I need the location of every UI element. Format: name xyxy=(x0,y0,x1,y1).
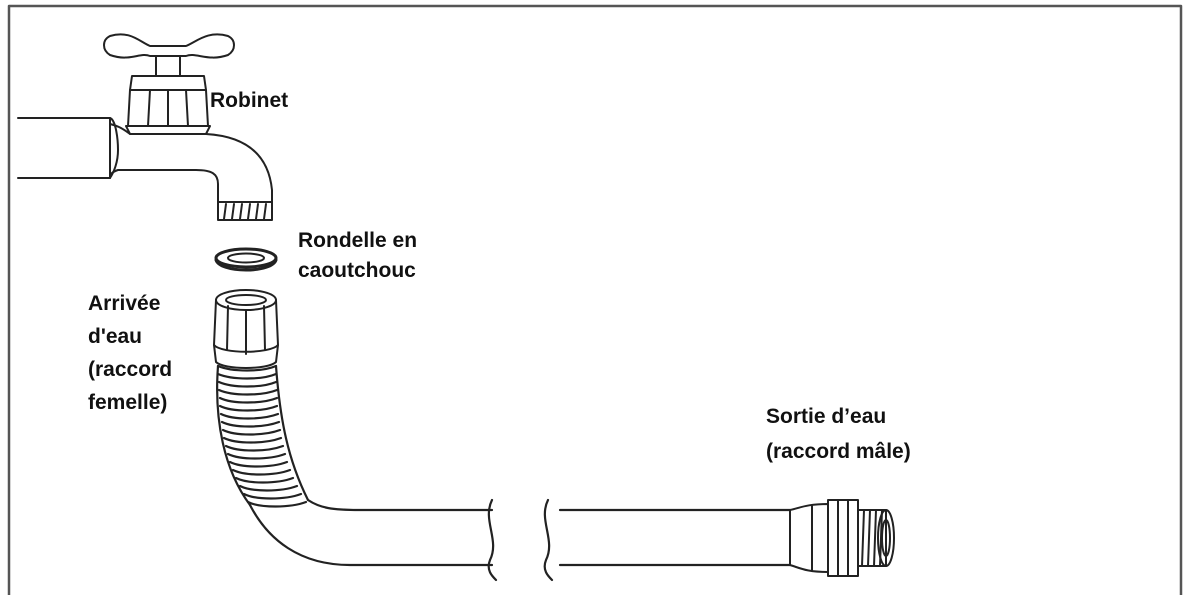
label-washer-line-1: Rondelle en xyxy=(298,229,418,252)
label-rubber-washer: Rondelle en caoutchouc xyxy=(298,226,417,286)
faucet xyxy=(17,33,273,221)
label-washer-line-2: caoutchouc xyxy=(298,259,416,282)
label-faucet: Robinet xyxy=(210,86,288,116)
label-water-outlet: Sortie d’eau (raccord mâle) xyxy=(766,399,911,469)
faucet-thread xyxy=(217,201,273,221)
label-inlet-line-4: femelle) xyxy=(88,391,168,414)
faucet-pipe xyxy=(17,117,111,179)
hose-corrugated-section xyxy=(216,364,310,508)
faucet-handle xyxy=(103,33,235,59)
label-inlet-line-3: (raccord xyxy=(88,358,173,381)
rubber-washer xyxy=(214,247,278,272)
label-inlet-line-1: Arrivée xyxy=(88,292,161,315)
label-inlet-line-2: d'eau xyxy=(88,325,143,348)
faucet-stem xyxy=(155,55,181,77)
label-outlet-line-2: (raccord mâle) xyxy=(766,440,911,463)
hose-right-segment xyxy=(543,498,792,582)
faucet-body xyxy=(109,123,273,203)
male-coupling xyxy=(789,499,895,577)
faucet-nut xyxy=(129,75,207,91)
hose-left-segment xyxy=(248,498,498,582)
diagram-frame xyxy=(7,4,1183,595)
label-water-inlet: Arrivée d'eau (raccord femelle) xyxy=(88,287,172,419)
female-coupling xyxy=(213,289,279,369)
label-outlet-line-1: Sortie d’eau xyxy=(766,405,887,428)
label-faucet-line: Robinet xyxy=(210,89,289,112)
